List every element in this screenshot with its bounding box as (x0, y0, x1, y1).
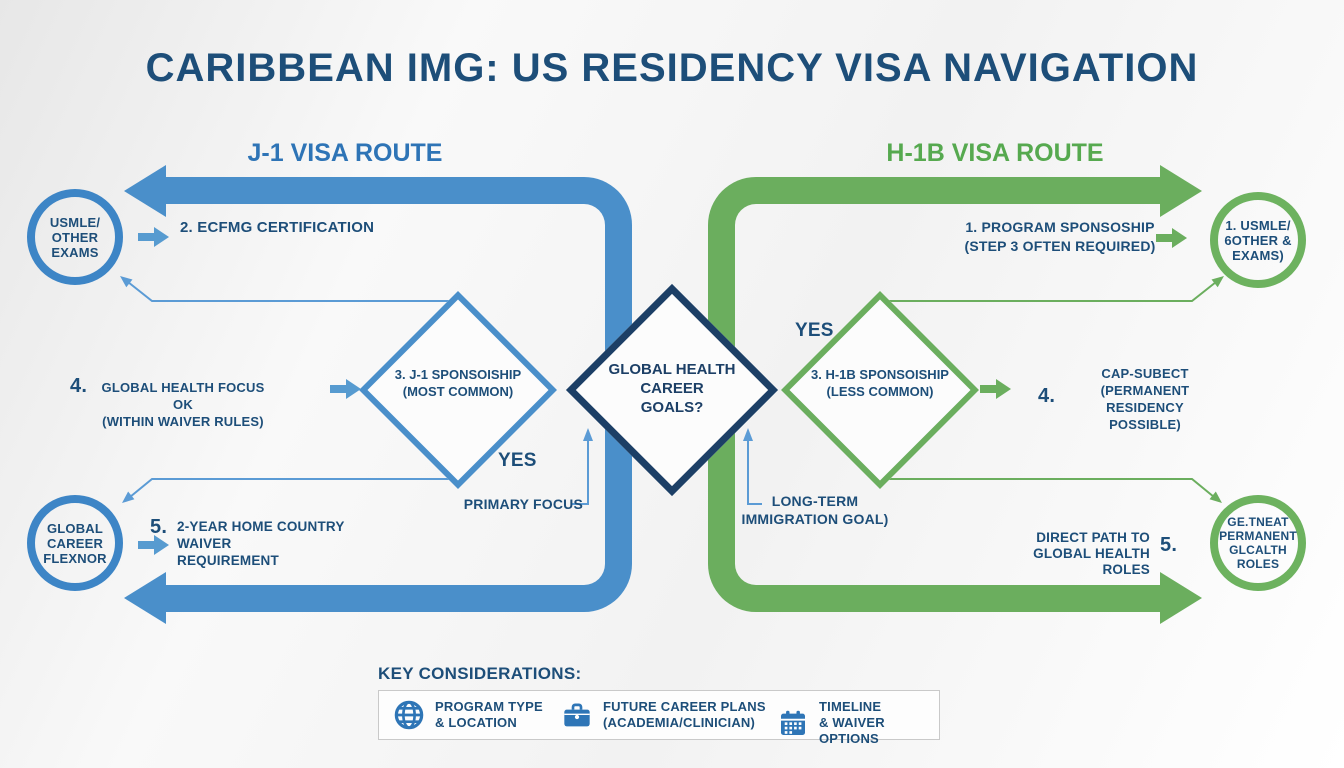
step-line: POSSIBLE) (1109, 417, 1181, 432)
label-line: LONG-TERM (771, 493, 859, 509)
yes-label-right: YES (795, 320, 834, 341)
step-number: 4. (70, 375, 88, 397)
j1-route-header: J-1 VISA ROUTE (247, 139, 443, 167)
h1b-top-arrowhead-icon (1160, 165, 1202, 217)
global-career-node: GLOBAL CAREER FLEXNOR (27, 495, 123, 591)
right-arrow-icon (138, 227, 170, 247)
step-number: 5. (150, 516, 168, 538)
step-line: GLOBAL HEALTH FOCUS OK (101, 380, 265, 412)
primary-focus-label: PRIMARY FOCUS (463, 496, 583, 512)
h1b-bottom-arrowhead-icon (1160, 572, 1202, 624)
key-considerations-box: PROGRAM TYPE & LOCATION FUTURE CAREER PL… (378, 690, 940, 746)
key-considerations-header: KEY CONSIDERATIONS: (378, 664, 582, 683)
permanent-roles-node: GE.TNEAT PERMANENT GLCALTH ROLES (1210, 495, 1306, 591)
node-line: 6OTHER & (1224, 232, 1292, 248)
node-line: EXAMS) (1232, 247, 1284, 263)
global-health-focus-step: GLOBAL HEALTH FOCUS OK (WITHIN WAIVER RU… (93, 379, 273, 430)
node-line: FLEXNOR (43, 550, 107, 566)
right-arrow-icon (330, 379, 362, 399)
diamond-line: GLOBAL HEALTH (608, 361, 736, 378)
step-number: 5. (1160, 534, 1178, 556)
right-arrow-icon (1156, 228, 1188, 248)
key-line: FUTURE CAREER PLANS (603, 699, 766, 714)
right-arrow-icon (980, 379, 1012, 399)
briefcase-icon (564, 703, 590, 727)
page-title: CARIBBEAN IMG: US RESIDENCY VISA NAVIGAT… (145, 46, 1199, 90)
diamond-line: 3. J-1 SPONSOISHIP (394, 367, 522, 382)
step-line: 2-YEAR HOME COUNTRY (177, 519, 345, 534)
h1b-sponsorship-label: 3. H-1B SPONSOISHIP (LESS COMMON) (795, 366, 965, 400)
diamond-line: (LESS COMMON) (826, 384, 934, 399)
label-line: IMMIGRATION GOAL) (741, 511, 889, 527)
direct-path-step: DIRECT PATH TO GLOBAL HEALTH ROLES (985, 530, 1150, 578)
key-consideration-item: TIMELINE & WAIVER OPTIONS (777, 699, 939, 747)
step-line: GLOBAL HEALTH ROLES (1033, 546, 1150, 577)
node-line: PERMANENT (1219, 529, 1297, 543)
key-consideration-item: FUTURE CAREER PLANS (ACADEMIA/CLINICIAN) (561, 699, 766, 731)
step-line: DIRECT PATH TO (1036, 530, 1150, 545)
node-line: CAREER (46, 535, 104, 551)
step-line: 1. PROGRAM SPONSOSHIP (965, 219, 1155, 235)
node-line: GLCALTH ROLES (1229, 543, 1287, 571)
step-line: (PERMANENT RESIDENCY (1100, 383, 1190, 415)
key-line: & WAIVER OPTIONS (819, 715, 885, 746)
key-line: (ACADEMIA/CLINICIAN) (603, 715, 756, 730)
usmle-exams-node: USMLE/ OTHER EXAMS (27, 189, 123, 285)
node-line: USMLE/ (49, 214, 101, 230)
j1-top-arrowhead-icon (124, 165, 166, 217)
step-line: (WITHIN WAIVER RULES) (102, 414, 264, 429)
key-line: PROGRAM TYPE (435, 699, 543, 714)
diamond-line: GOALS? (640, 399, 704, 416)
step-line: (STEP 3 OFTEN REQUIRED) (964, 238, 1156, 254)
step-line: CAP-SUBECT (1101, 366, 1189, 381)
yes-label-left: YES (498, 450, 537, 471)
global-health-goals-label: GLOBAL HEALTH CAREER GOALS? (587, 360, 757, 417)
step-line: WAIVER (177, 536, 232, 551)
ecfmg-certification-step: 2. ECFMG CERTIFICATION (180, 219, 375, 236)
diamond-line: (MOST COMMON) (402, 384, 514, 399)
diamond-line: 3. H-1B SPONSOISHIP (811, 367, 949, 382)
long-term-immigration-label: LONG-TERM IMMIGRATION GOAL) (735, 492, 895, 528)
step-line: REQUIREMENT (177, 553, 279, 568)
node-line: OTHER (51, 229, 99, 245)
j1-bottom-arrowhead-icon (124, 572, 166, 624)
home-country-waiver-step: 2-YEAR HOME COUNTRY WAIVER REQUIREMENT (177, 518, 377, 569)
node-line: EXAMS (51, 244, 99, 260)
step-number: 4. (1038, 385, 1056, 407)
right-arrow-icon (138, 535, 170, 555)
key-line: TIMELINE (819, 699, 882, 714)
h1b-usmle-exams-node: 1. USMLE/ 6OTHER & EXAMS) (1210, 192, 1306, 288)
calendar-icon (781, 710, 805, 735)
node-line: GLOBAL (46, 520, 104, 536)
h1b-route-header: H-1B VISA ROUTE (886, 139, 1104, 167)
node-line: 1. USMLE/ (1225, 217, 1291, 233)
node-line: GE.TNEAT (1227, 515, 1289, 529)
key-consideration-item: PROGRAM TYPE & LOCATION (393, 699, 543, 731)
diamond-line: CAREER (640, 380, 704, 397)
cap-subject-step: CAP-SUBECT (PERMANENT RESIDENCY POSSIBLE… (1060, 365, 1230, 433)
program-sponsorship-step: 1. PROGRAM SPONSOSHIP (STEP 3 OFTEN REQU… (955, 218, 1165, 256)
j1-sponsorship-label: 3. J-1 SPONSOISHIP (MOST COMMON) (373, 366, 543, 400)
key-line: & LOCATION (435, 715, 517, 730)
globe-icon (394, 700, 424, 730)
